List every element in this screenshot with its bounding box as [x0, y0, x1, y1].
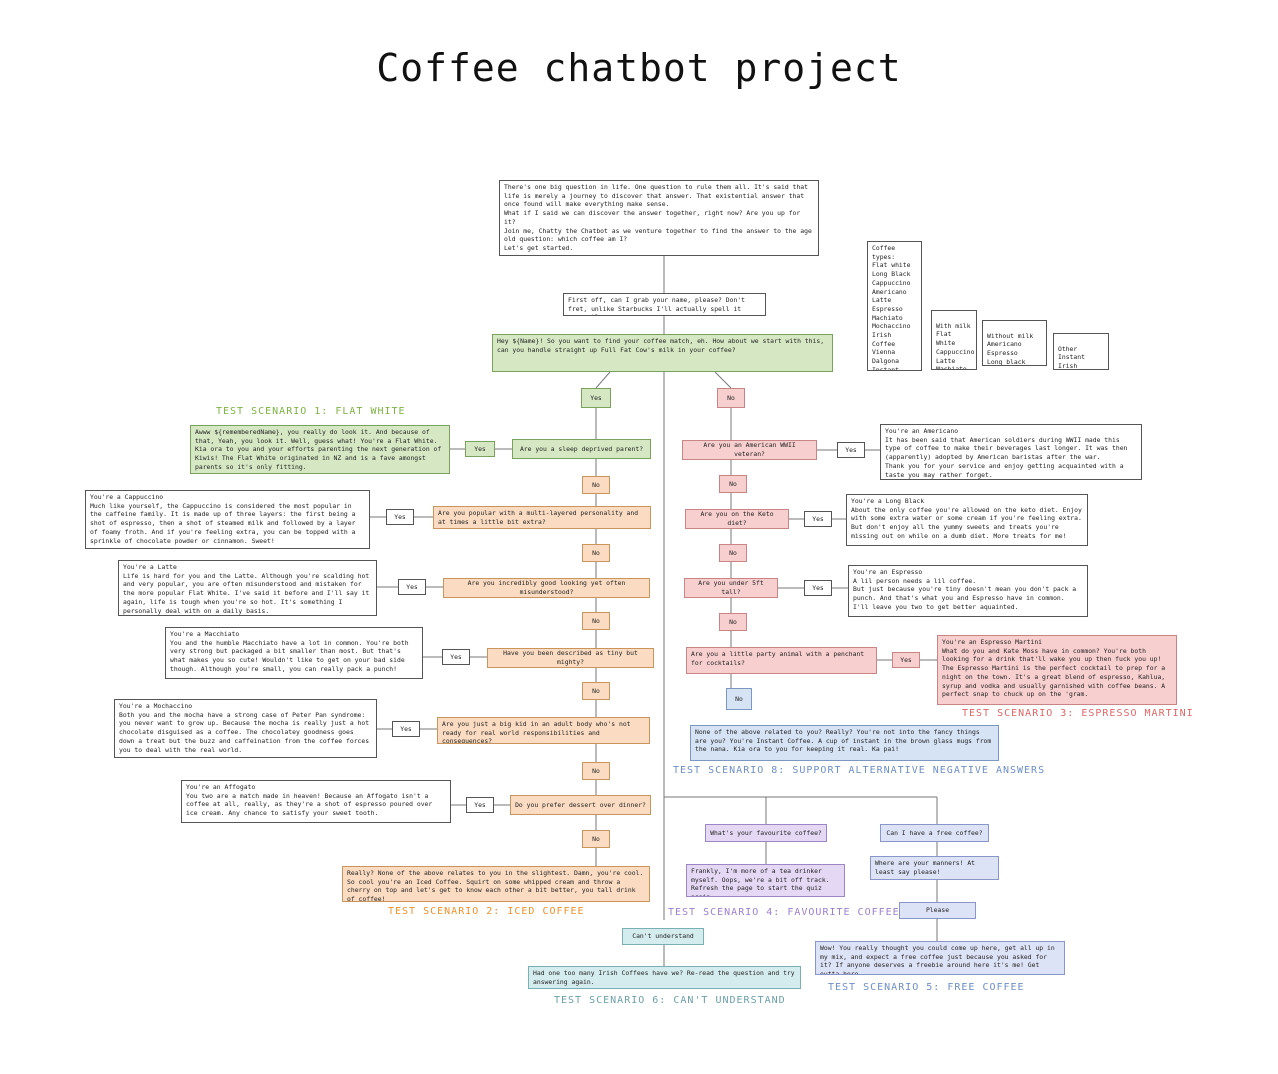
with-milk-items: Flat White Cappuccino Latte Machiato Moc… — [936, 330, 975, 370]
yes-node-affogato: Yes — [466, 797, 494, 813]
manners-box: Where are your manners! At least say ple… — [870, 856, 999, 880]
result-macchiato: You're a Macchiato You and the humble Ma… — [165, 627, 423, 679]
result-americano: You're an Americano It has been said tha… — [880, 424, 1142, 480]
no-node-r1: No — [719, 475, 747, 493]
other-title: Other — [1058, 344, 1078, 353]
no-node-r4: No — [726, 688, 752, 710]
no-node-5: No — [582, 762, 610, 780]
yes-node-cappuccino: Yes — [386, 509, 414, 525]
q-under-5ft: Are you under 5ft tall? — [684, 578, 778, 598]
milk-no-node: No — [717, 388, 745, 408]
yes-node-americano: Yes — [837, 442, 865, 458]
milk-question-box: Hey ${Name}! So you want to find your co… — [492, 334, 833, 372]
scenario-8-label: TEST SCENARIO 8: SUPPORT ALTERNATIVE NEG… — [673, 765, 1046, 776]
scenario-3-label: TEST SCENARIO 3: ESPRESSO MARTINI — [962, 708, 1194, 719]
page-title: Coffee chatbot project — [376, 46, 902, 90]
yes-node-latte: Yes — [398, 579, 426, 595]
yes-node-espresso-martini: Yes — [892, 652, 920, 668]
q-tiny-mighty: Have you been described as tiny but migh… — [487, 648, 654, 668]
result-iced-coffee: Really? None of the above relates to you… — [342, 866, 650, 902]
milk-yes-node: Yes — [581, 388, 611, 408]
result-free-coffee: Wow! You really thought you could come u… — [815, 941, 1065, 975]
yes-node-long-black: Yes — [804, 511, 832, 527]
q-wwii: Are you an American WWII veteran? — [682, 440, 817, 460]
yes-node-macchiato: Yes — [442, 649, 470, 665]
result-espresso-martini: You're an Espresso Martini What do you a… — [937, 635, 1177, 705]
result-mochaccino: You're a Mochaccino Both you and the moc… — [114, 699, 377, 758]
yes-node-mochaccino: Yes — [392, 721, 420, 737]
no-node-4: No — [582, 682, 610, 700]
no-node-3: No — [582, 612, 610, 630]
q-sleep-deprived: Are you a sleep deprived parent? — [512, 439, 651, 459]
scenario-5-label: TEST SCENARIO 5: FREE COFFEE — [828, 982, 1025, 993]
scenario-6-label: TEST SCENARIO 6: CAN'T UNDERSTAND — [554, 995, 786, 1006]
q-favourite-coffee: What's your favourite coffee? — [705, 824, 827, 842]
no-node-6: No — [582, 830, 610, 848]
with-milk-title: With milk — [936, 321, 971, 330]
result-cappuccino: You're a Cappuccino Much like yourself, … — [85, 490, 370, 549]
result-latte: You're a Latte Life is hard for you and … — [118, 560, 377, 616]
q-keto: Are you on the Keto diet? — [685, 509, 789, 529]
q-free-coffee: Can I have a free coffee? — [880, 824, 989, 842]
no-node-1: No — [582, 476, 610, 494]
yes-node-sleep: Yes — [465, 441, 495, 457]
yes-node-espresso: Yes — [804, 580, 832, 596]
scenario-4-label: TEST SCENARIO 4: FAVOURITE COFFEE — [668, 907, 900, 918]
q-big-kid: Are you just a big kid in an adult body … — [437, 717, 650, 744]
result-long-black: You're a Long Black About the only coffe… — [846, 494, 1088, 546]
q-dessert: Do you prefer dessert over dinner? — [510, 795, 651, 815]
no-node-r2: No — [719, 544, 747, 562]
without-milk-items: Americano Espresso Long black Espresso M… — [987, 340, 1026, 366]
result-espresso: You're an Espresso A lil person needs a … — [848, 565, 1088, 617]
result-flat-white: Awww ${rememberedName}, you really do lo… — [190, 425, 450, 474]
other-items: Instant Irish Coffee Filter — [1058, 353, 1085, 370]
no-node-2: No — [582, 544, 610, 562]
scenario-2-label: TEST SCENARIO 2: ICED COFFEE — [388, 906, 585, 917]
without-milk-title: Without milk — [987, 331, 1034, 340]
coffee-types-list: Coffee types: Flat white Long Black Capp… — [867, 241, 922, 371]
result-favourite-coffee: Frankly, I'm more of a tea drinker mysel… — [686, 864, 845, 897]
q-party-animal: Are you a little party animal with a pen… — [686, 647, 877, 674]
no-node-r3: No — [719, 613, 747, 631]
result-cant-understand: Had one too many Irish Coffees have we? … — [528, 966, 801, 989]
q-multi-layered: Are you popular with a multi-layered per… — [433, 506, 651, 529]
scenario-1-label: TEST SCENARIO 1: FLAT WHITE — [216, 406, 406, 417]
cant-understand-node: Can't understand — [622, 928, 704, 945]
q-good-looking: Are you incredibly good looking yet ofte… — [443, 578, 650, 598]
ask-name-box: First off, can I grab your name, please?… — [563, 293, 766, 316]
result-instant-coffee: None of the above related to you? Really… — [690, 725, 999, 761]
result-affogato: You're an Affogato You two are a match m… — [181, 780, 451, 823]
please-box: Please — [899, 902, 976, 919]
intro-box: There's one big question in life. One qu… — [499, 180, 819, 256]
